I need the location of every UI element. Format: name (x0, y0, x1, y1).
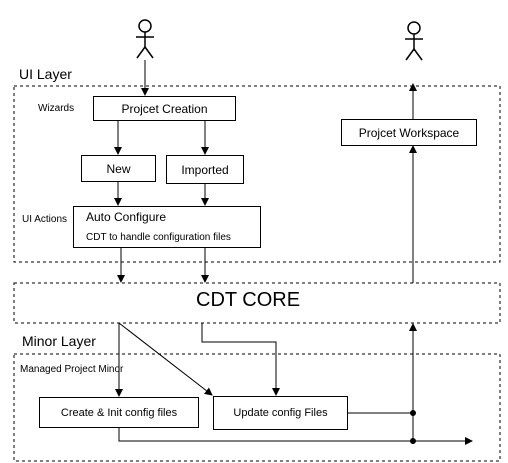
cdt-core-container (13, 282, 501, 324)
auto-configure-subtitle: CDT to handle configuration files (86, 232, 231, 243)
workspace-actor-icon (405, 21, 423, 61)
user-actor-icon (136, 19, 154, 59)
new-box: New (81, 155, 156, 182)
project-workspace-box: Projcet Workspace (341, 119, 477, 146)
create-init-config-box: Create & Init config files (39, 397, 199, 428)
edge-create-to-junction (118, 428, 413, 442)
managed-project-minor-label: Managed Project Minor (20, 364, 124, 375)
ui-layer-container (13, 85, 501, 263)
auto-configure-title: Auto Configure (86, 210, 167, 224)
update-config-box: Update config Files (213, 396, 348, 430)
edge-core-to-update-diagonal (118, 322, 213, 396)
minor-layer-container (13, 353, 501, 462)
imported-box: Imported (166, 155, 244, 184)
minor-layer-label: Minor Layer (22, 333, 96, 349)
ui-actions-label: UI Actions (22, 214, 68, 225)
junction-dot-upper (410, 410, 416, 416)
ui-layer-label: UI Layer (19, 66, 72, 82)
project-creation-box: Projcet Creation (93, 96, 236, 121)
junction-dot-lower (410, 438, 416, 444)
auto-configure-box: Auto Configure CDT to handle configurati… (73, 206, 261, 248)
cdt-core-label: CDT CORE (196, 289, 301, 311)
wizards-label: Wizards (38, 103, 75, 114)
edge-core-to-update-elbow (201, 323, 280, 396)
